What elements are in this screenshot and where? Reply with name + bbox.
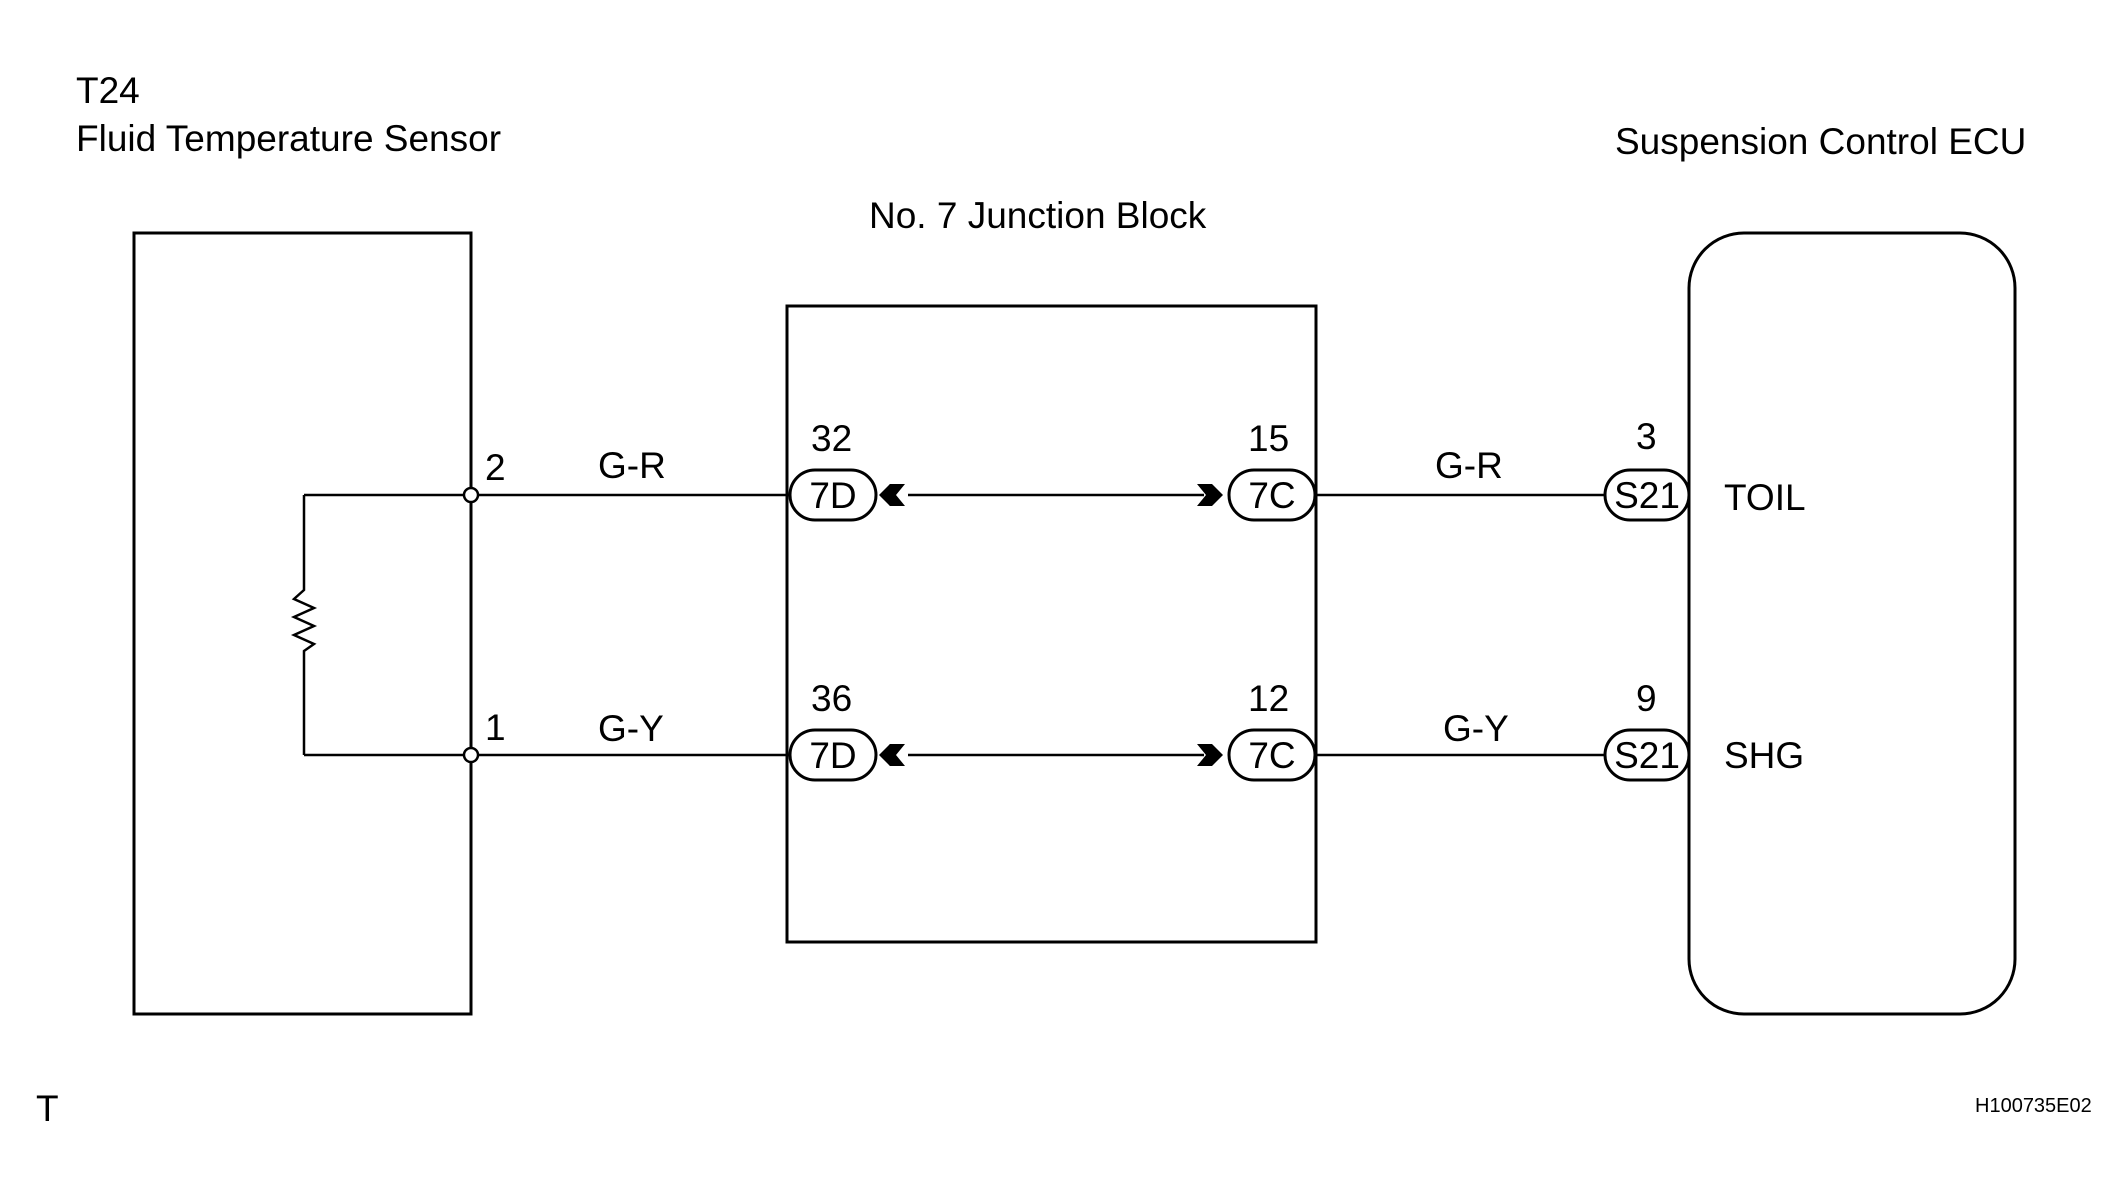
junction-terminal-arrow xyxy=(881,744,905,766)
sensor-terminal-2 xyxy=(462,486,480,504)
junction-block-box xyxy=(785,304,1318,944)
connector-badge xyxy=(1227,468,1317,522)
sensor-code: T24 xyxy=(76,70,140,111)
jb-pin-number: 12 xyxy=(1248,678,1289,719)
wire-color-label: G-Y xyxy=(598,708,664,749)
connector-badge xyxy=(788,728,878,782)
ecu-signal-name: TOIL xyxy=(1724,477,1806,518)
ecu-signal-name: SHG xyxy=(1724,735,1804,776)
ecu-box xyxy=(1687,231,2017,1016)
thermistor-symbol xyxy=(290,495,318,755)
ecu-pin-number: 3 xyxy=(1636,416,1657,457)
connector-badge xyxy=(1603,468,1691,522)
sensor-terminal-1 xyxy=(462,746,480,764)
sensor-name: Fluid Temperature Sensor xyxy=(76,118,501,159)
connector-code: S21 xyxy=(1614,735,1680,776)
connector-code: 7C xyxy=(1248,735,1295,776)
junction-terminal-arrow xyxy=(881,484,905,506)
figure-id: H100735E02 xyxy=(1975,1095,2092,1117)
sensor-pin-label: 2 xyxy=(485,447,506,488)
wire-color-label: G-R xyxy=(598,445,666,486)
jb-pin-number: 36 xyxy=(811,678,852,719)
connector-code: 7D xyxy=(809,475,856,516)
ecu-pin-number: 9 xyxy=(1636,678,1657,719)
junction-terminal-arrow xyxy=(1197,744,1223,766)
jb-pin-number: 32 xyxy=(811,418,852,459)
junction-block-name: No. 7 Junction Block xyxy=(869,195,1207,236)
jb-pin-number: 15 xyxy=(1248,418,1289,459)
sensor-pin-label: 1 xyxy=(485,707,506,748)
connector-badge xyxy=(1603,728,1691,782)
junction-terminal-arrow xyxy=(1197,484,1223,506)
connector-code: 7D xyxy=(809,735,856,776)
connector-badge xyxy=(788,468,878,522)
footer-mark: T xyxy=(36,1088,59,1129)
wire-color-label: G-Y xyxy=(1443,708,1509,749)
connector-code: 7C xyxy=(1248,475,1295,516)
connector-badge xyxy=(1227,728,1317,782)
wire-color-label: G-R xyxy=(1435,445,1503,486)
sensor-box xyxy=(132,231,473,1016)
ecu-name: Suspension Control ECU xyxy=(1615,121,2026,162)
connector-code: S21 xyxy=(1614,475,1680,516)
